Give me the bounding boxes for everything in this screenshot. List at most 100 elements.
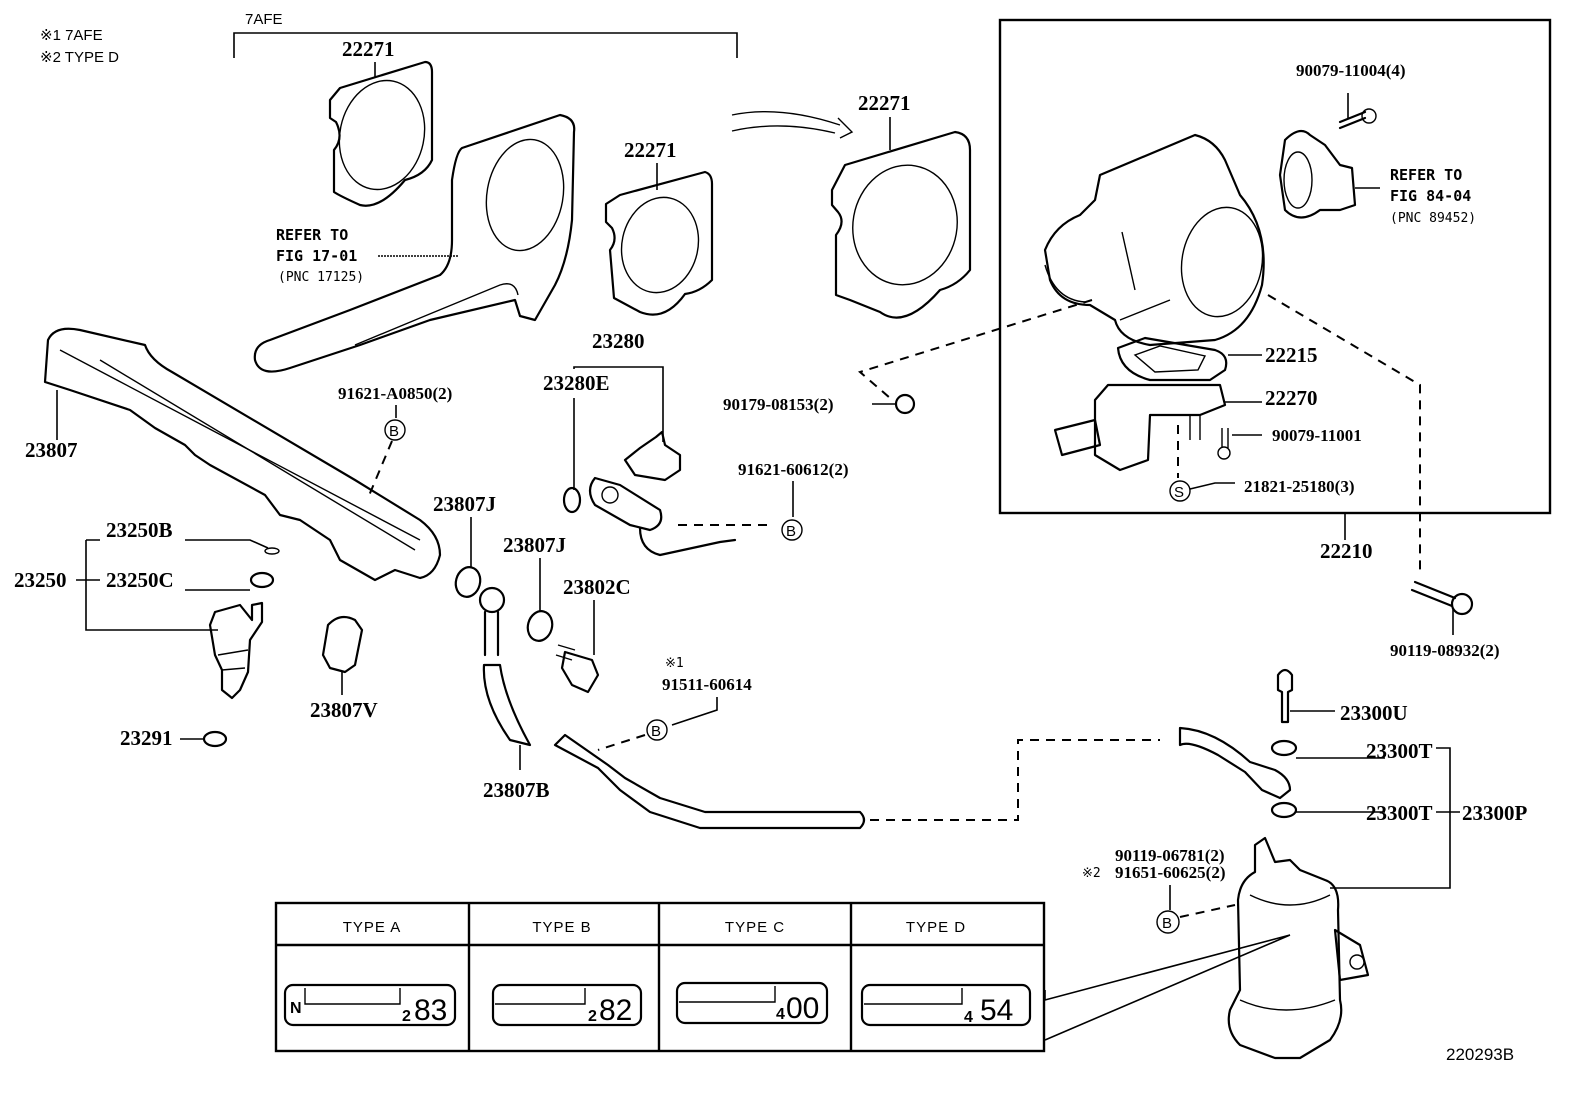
label-23250c: 23250C bbox=[106, 568, 174, 592]
union-bolt-23802c[interactable]: 23802C bbox=[555, 575, 631, 694]
bolt-91621-60612[interactable]: 91621-60612(2) B bbox=[738, 460, 848, 541]
label-23300p: 23300P bbox=[1462, 801, 1528, 825]
label-23300t-a: 23300T bbox=[1366, 739, 1433, 763]
dash-nut-connector bbox=[857, 299, 1093, 399]
label-23807j-b: 23807J bbox=[503, 533, 566, 557]
throttle-body[interactable] bbox=[1043, 133, 1271, 347]
gasket-23300t-b[interactable]: 23300T bbox=[1270, 801, 1433, 825]
refer-fig84-line1: REFER TO bbox=[1390, 166, 1462, 184]
label-21821-25180: 21821-25180(3) bbox=[1244, 477, 1354, 496]
gasket-22271-mid[interactable]: 22271 bbox=[604, 138, 714, 316]
type-table: TYPE A N 2 83 TYPE B 2 82 TYPE C 4 00 TY… bbox=[274, 901, 1046, 1053]
type-column-b: TYPE B 2 82 bbox=[491, 919, 643, 1027]
type-a-header: TYPE A bbox=[343, 919, 402, 936]
gasket-22271-left[interactable]: 22271 bbox=[328, 37, 434, 207]
7afe-bracket: 7AFE bbox=[233, 11, 738, 58]
inlet-hose[interactable] bbox=[1178, 726, 1292, 800]
label-91621-a0850: 91621-A0850(2) bbox=[338, 384, 452, 403]
label-22271-left: 22271 bbox=[342, 37, 395, 61]
label-91621-60612: 91621-60612(2) bbox=[738, 460, 848, 479]
label-23807j-a: 23807J bbox=[433, 492, 496, 516]
label-23280: 23280 bbox=[592, 329, 645, 353]
pulsation-damper-23807v[interactable]: 23807V bbox=[310, 615, 378, 722]
note-1: ※1 7AFE bbox=[40, 27, 103, 44]
label-22271-mid: 22271 bbox=[624, 138, 677, 162]
throttle-sensor-22270[interactable]: 22270 bbox=[1053, 383, 1318, 472]
union-bolt-23300u[interactable]: 23300U bbox=[1276, 668, 1408, 725]
circle-marker-b-1: B bbox=[389, 423, 399, 440]
label-23807b: 23807B bbox=[483, 778, 550, 802]
label-90079-11004: 90079-11004(4) bbox=[1296, 61, 1406, 80]
label-90179-08153: 90179-08153(2) bbox=[723, 395, 833, 414]
type-d-header: TYPE D bbox=[906, 919, 966, 936]
type-column-a: TYPE A N 2 83 bbox=[283, 919, 457, 1027]
label-23250b: 23250B bbox=[106, 518, 173, 542]
gasket-23807j-b[interactable]: 23807J bbox=[503, 533, 566, 644]
gasket-22271-right[interactable]: 22271 bbox=[830, 91, 972, 319]
figure-number: 220293B bbox=[1446, 1045, 1514, 1064]
note-2: ※2 TYPE D bbox=[40, 49, 119, 66]
refer-fig17-line3: (PNC 17125) bbox=[278, 270, 364, 285]
note-ref-2: ※2 bbox=[1082, 866, 1101, 881]
label-90119-06781: 90119-06781(2) bbox=[1115, 846, 1225, 865]
fuel-filter[interactable] bbox=[1227, 836, 1370, 1060]
bracket-label: 7AFE bbox=[245, 11, 283, 28]
injector-assy-23250[interactable]: 23250 23250B 23250C bbox=[14, 518, 280, 700]
refer-fig17-line2: FIG 17-01 bbox=[276, 247, 357, 265]
refer-fig17-callout[interactable]: REFER TO FIG 17-01 (PNC 17125) bbox=[276, 226, 458, 285]
delivery-pipe-23807[interactable]: 23807 bbox=[25, 327, 442, 582]
label-23291: 23291 bbox=[120, 726, 173, 750]
refer-fig84-line2: FIG 84-04 bbox=[1390, 187, 1471, 205]
bolt-90119-06781[interactable]: 90119-06781(2) ※2 91651-60625(2) B bbox=[1082, 846, 1236, 934]
screw-90079-11001[interactable]: 90079-11001 bbox=[1217, 426, 1362, 460]
bolt-90079-11004[interactable]: 90079-11004(4) bbox=[1296, 61, 1406, 130]
label-23802c: 23802C bbox=[563, 575, 631, 599]
type-column-c: TYPE C 4 00 bbox=[675, 919, 829, 1025]
intake-gasket-fig17[interactable] bbox=[253, 113, 576, 373]
type-d-code: 54 bbox=[980, 994, 1013, 1027]
type-b-header: TYPE B bbox=[532, 919, 591, 936]
fuel-hose-23807b[interactable]: 23807B bbox=[478, 586, 550, 802]
refer-fig84-line3: (PNC 89452) bbox=[1390, 211, 1476, 226]
throttle-body-assembly-box bbox=[998, 18, 1552, 515]
label-23807v: 23807V bbox=[310, 698, 378, 722]
type-b-code: 82 bbox=[599, 994, 632, 1027]
label-23280e: 23280E bbox=[543, 371, 610, 395]
label-23300u: 23300U bbox=[1340, 701, 1408, 725]
fuel-filter-kit-23300p[interactable]: 23300P bbox=[1330, 747, 1528, 889]
label-23250: 23250 bbox=[14, 568, 67, 592]
throttle-gasket-22215[interactable]: 22215 bbox=[1116, 336, 1318, 382]
fuel-pipe[interactable] bbox=[553, 733, 1160, 830]
label-22270: 22270 bbox=[1265, 386, 1318, 410]
circle-marker-b-3: B bbox=[651, 723, 661, 740]
pressure-regulator-23280[interactable]: 23280 23280E bbox=[543, 329, 770, 557]
type-a-code: 83 bbox=[414, 994, 447, 1027]
label-23807: 23807 bbox=[25, 438, 78, 462]
circle-marker-b-4: B bbox=[1162, 915, 1172, 932]
type-c-sub: 4 bbox=[776, 1006, 785, 1023]
throttle-body-assy-22210[interactable]: 22210 bbox=[1320, 513, 1373, 563]
stud-21821-25180[interactable]: S 21821-25180(3) bbox=[1169, 425, 1354, 502]
label-91511-60614: 91511-60614 bbox=[662, 675, 752, 694]
injector-insulator-23291[interactable]: 23291 bbox=[120, 726, 228, 750]
type-a-sub: 2 bbox=[402, 1008, 411, 1025]
filter-to-table-leader bbox=[1044, 934, 1291, 1041]
note-ref-1: ※1 bbox=[665, 656, 684, 671]
gasket-23300t-a[interactable]: 23300T bbox=[1270, 739, 1433, 763]
refer-fig84-callout[interactable]: REFER TO FIG 84-04 (PNC 89452) bbox=[1390, 166, 1476, 226]
gasket-23807j-a[interactable]: 23807J bbox=[433, 492, 496, 600]
type-c-header: TYPE C bbox=[725, 919, 785, 936]
type-column-d: TYPE D 4 54 bbox=[860, 919, 1032, 1027]
throttle-position-sensor[interactable] bbox=[1278, 129, 1380, 219]
type-a-prefix: N bbox=[290, 1000, 302, 1017]
label-23300t-b: 23300T bbox=[1366, 801, 1433, 825]
bolt-91511-60614[interactable]: ※1 91511-60614 B bbox=[597, 656, 752, 751]
bolt-91621-a0850[interactable]: 91621-A0850(2) B bbox=[338, 384, 452, 499]
circle-marker-b-2: B bbox=[786, 523, 796, 540]
nut-90179-08153[interactable]: 90179-08153(2) bbox=[723, 393, 916, 415]
bolt-90119-08932[interactable]: 90119-08932(2) bbox=[1390, 580, 1500, 660]
label-22215: 22215 bbox=[1265, 343, 1318, 367]
type-b-sub: 2 bbox=[588, 1008, 597, 1025]
type-c-code: 00 bbox=[786, 992, 819, 1025]
